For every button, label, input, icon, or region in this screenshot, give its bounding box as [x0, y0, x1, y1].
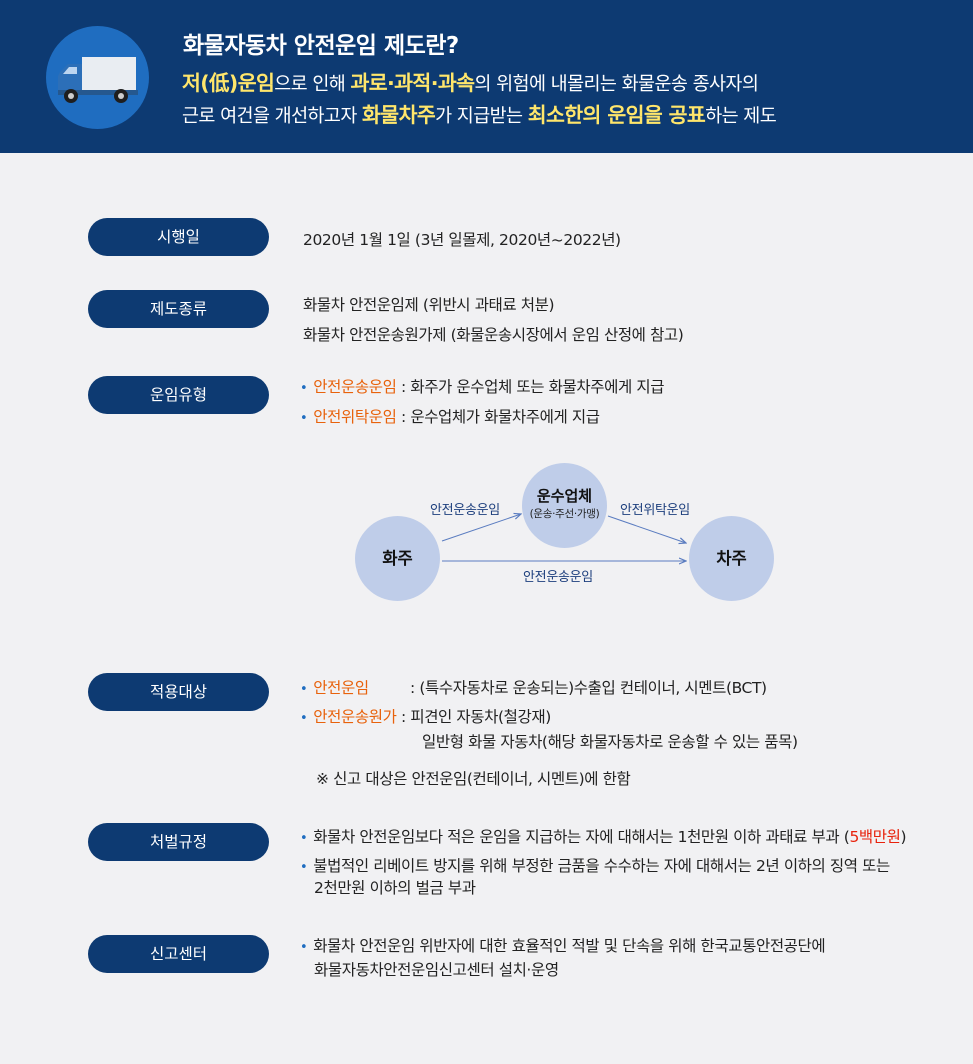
- applicable-desc: : (특수자동차로 운송되는)수출입 컨테이너, 시멘트(BCT): [410, 679, 767, 697]
- fare-desc: : 화주가 운수업체 또는 화물차주에게 지급: [396, 378, 665, 396]
- header-text: 근로 여건을 개선하고자: [182, 106, 363, 127]
- label-report-center: 신고센터: [88, 935, 269, 973]
- header-text: 하는 제도: [705, 106, 777, 127]
- applicable-term: 안전운임: [313, 679, 369, 697]
- penalty-amount: 5백만원: [849, 828, 901, 846]
- page-title: 화물자동차 안전운임 제도란?: [183, 33, 459, 59]
- label-fare-type: 운임유형: [88, 376, 269, 414]
- fare-type-item: • 안전운송운임 : 화주가 운수업체 또는 화물차주에게 지급: [300, 375, 664, 397]
- edge-label-carrier-owner: 안전위탁운임: [620, 503, 690, 518]
- fare-desc: : 운수업체가 화물차주에게 지급: [396, 408, 600, 426]
- header-text: 의 위험에 내몰리는 화물운송 종사자의: [474, 74, 759, 95]
- system-type-line1: 화물차 안전운임제 (위반시 과태료 처분): [303, 296, 555, 314]
- bullet-icon: •: [300, 411, 308, 426]
- report-center-line2: 화물자동차안전운임신고센터 설치·운영: [314, 961, 559, 979]
- edge-label-shipper-carrier: 안전운송운임: [430, 503, 500, 518]
- report-center-text: 화물차 안전운임 위반자에 대한 효율적인 적발 및 단속을 위해 한국교통안전…: [313, 937, 826, 955]
- penalty-text: 불법적인 리베이트 방지를 위해 부정한 금품을 수수하는 자에 대해서는 2년…: [313, 857, 890, 875]
- fare-term: 안전운송운임: [313, 378, 397, 396]
- truck-icon: [46, 26, 149, 129]
- label-system-type: 제도종류: [88, 290, 269, 328]
- bullet-icon: •: [300, 711, 308, 726]
- header-description: 저(低)운임으로 인해 과로·과적·과속의 위험에 내몰리는 화물운송 종사자의…: [182, 68, 777, 132]
- label-penalty: 처벌규정: [88, 823, 269, 861]
- bullet-icon: •: [300, 682, 308, 697]
- label-applicable: 적용대상: [88, 673, 269, 711]
- header-banner: 화물자동차 안전운임 제도란? 저(低)운임으로 인해 과로·과적·과속의 위험…: [0, 0, 973, 153]
- node-carrier-sub: (운송·주선·가맹): [529, 508, 600, 520]
- bullet-icon: •: [300, 940, 308, 955]
- penalty-item2-line2: 2천만원 이하의 벌금 부과: [314, 879, 476, 897]
- bullet-icon: •: [300, 860, 308, 875]
- node-shipper-label: 화주: [382, 549, 413, 568]
- applicable-item2: • 안전운송원가 : 피견인 자동차(철강재): [300, 705, 551, 727]
- applicable-item1: • 안전운임: [300, 676, 369, 698]
- system-type-line2: 화물차 안전운송원가제 (화물운송시장에서 운임 산정에 참고): [303, 326, 684, 344]
- header-text: 으로 인해: [274, 74, 351, 95]
- node-owner: 차주: [689, 516, 774, 601]
- node-shipper: 화주: [355, 516, 440, 601]
- highlight-truck-owner: 화물차주: [362, 103, 436, 127]
- node-carrier-label: 운수업체: [536, 487, 593, 505]
- penalty-text-end: ): [900, 828, 907, 846]
- node-owner-label: 차주: [716, 549, 747, 568]
- highlight-risks: 과로·과적·과속: [350, 71, 475, 95]
- penalty-text: 화물차 안전운임보다 적은 운임을 지급하는 자에 대해서는 1천만원 이하 과…: [313, 828, 850, 846]
- highlight-low-fare: 저(低)운임: [182, 71, 275, 95]
- bullet-icon: •: [300, 831, 308, 846]
- fare-type-item: • 안전위탁운임 : 운수업체가 화물차주에게 지급: [300, 405, 600, 427]
- penalty-item1: • 화물차 안전운임보다 적은 운임을 지급하는 자에 대해서는 1천만원 이하 …: [300, 825, 907, 847]
- edge-label-shipper-owner: 안전운송운임: [523, 570, 593, 585]
- fare-term: 안전위탁운임: [313, 408, 397, 426]
- applicable-desc: : 피견인 자동차(철강재): [396, 708, 551, 726]
- bullet-icon: •: [300, 381, 308, 396]
- applicable-note: ※ 신고 대상은 안전운임(컨테이너, 시멘트)에 한함: [316, 770, 631, 788]
- applicable-desc2: 일반형 화물 자동차(해당 화물자동차로 운송할 수 있는 품목): [422, 733, 798, 751]
- effective-date-text: 2020년 1월 1일 (3년 일몰제, 2020년~2022년): [303, 231, 621, 249]
- report-center-item: • 화물차 안전운임 위반자에 대한 효율적인 적발 및 단속을 위해 한국교통안…: [300, 934, 826, 956]
- header-text: 가 지급받는: [435, 106, 528, 127]
- node-carrier: 운수업체 (운송·주선·가맹): [522, 463, 607, 548]
- highlight-minimum-fare: 최소한의 운임을 공표: [527, 103, 706, 127]
- label-effective-date: 시행일: [88, 218, 269, 256]
- applicable-term: 안전운송원가: [313, 708, 397, 726]
- penalty-item2: • 불법적인 리베이트 방지를 위해 부정한 금품을 수수하는 자에 대해서는 2…: [300, 854, 890, 876]
